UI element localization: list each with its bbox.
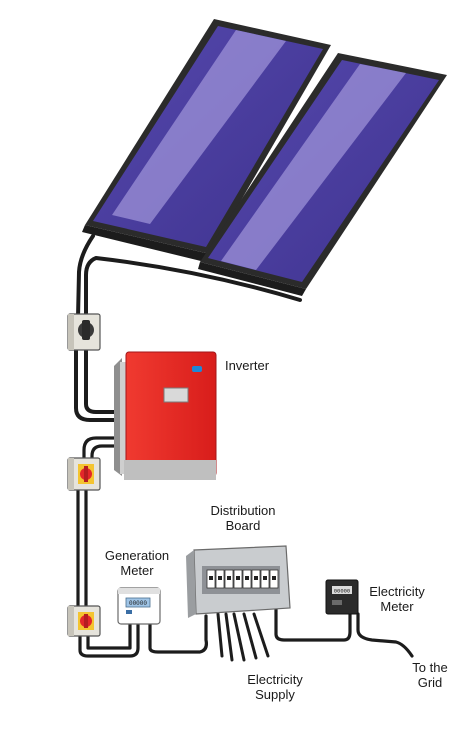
dc-isolator-switch [67, 313, 101, 351]
electricity-meter-unit: 00000 [325, 579, 359, 615]
ac-cables [76, 436, 414, 658]
generation-meter-unit: 00000 [117, 587, 161, 625]
solar-panel-left [82, 19, 331, 262]
inverter-led-icon [192, 366, 202, 372]
electricity-meter-readout: 00000 [334, 588, 351, 595]
generation-meter-label: Generation Meter [104, 548, 170, 578]
dc-cables [74, 234, 302, 422]
inverter-unit [114, 351, 217, 480]
generation-meter-readout: 00000 [129, 600, 147, 607]
distribution-board-unit [186, 545, 291, 618]
generation-isolator-switch [67, 605, 101, 637]
inverter-label: Inverter [224, 358, 270, 373]
electricity-meter-label: Electricity Meter [369, 584, 425, 614]
inverter-display [163, 387, 189, 403]
distribution-board-label: Distribution Board [210, 503, 276, 533]
ac-isolator-switch [67, 457, 101, 491]
electricity-supply-cables [216, 612, 270, 662]
solar-panel-right [198, 53, 447, 296]
electricity-supply-label: Electricity Supply [247, 672, 303, 702]
to-the-grid-label: To the Grid [412, 660, 448, 690]
